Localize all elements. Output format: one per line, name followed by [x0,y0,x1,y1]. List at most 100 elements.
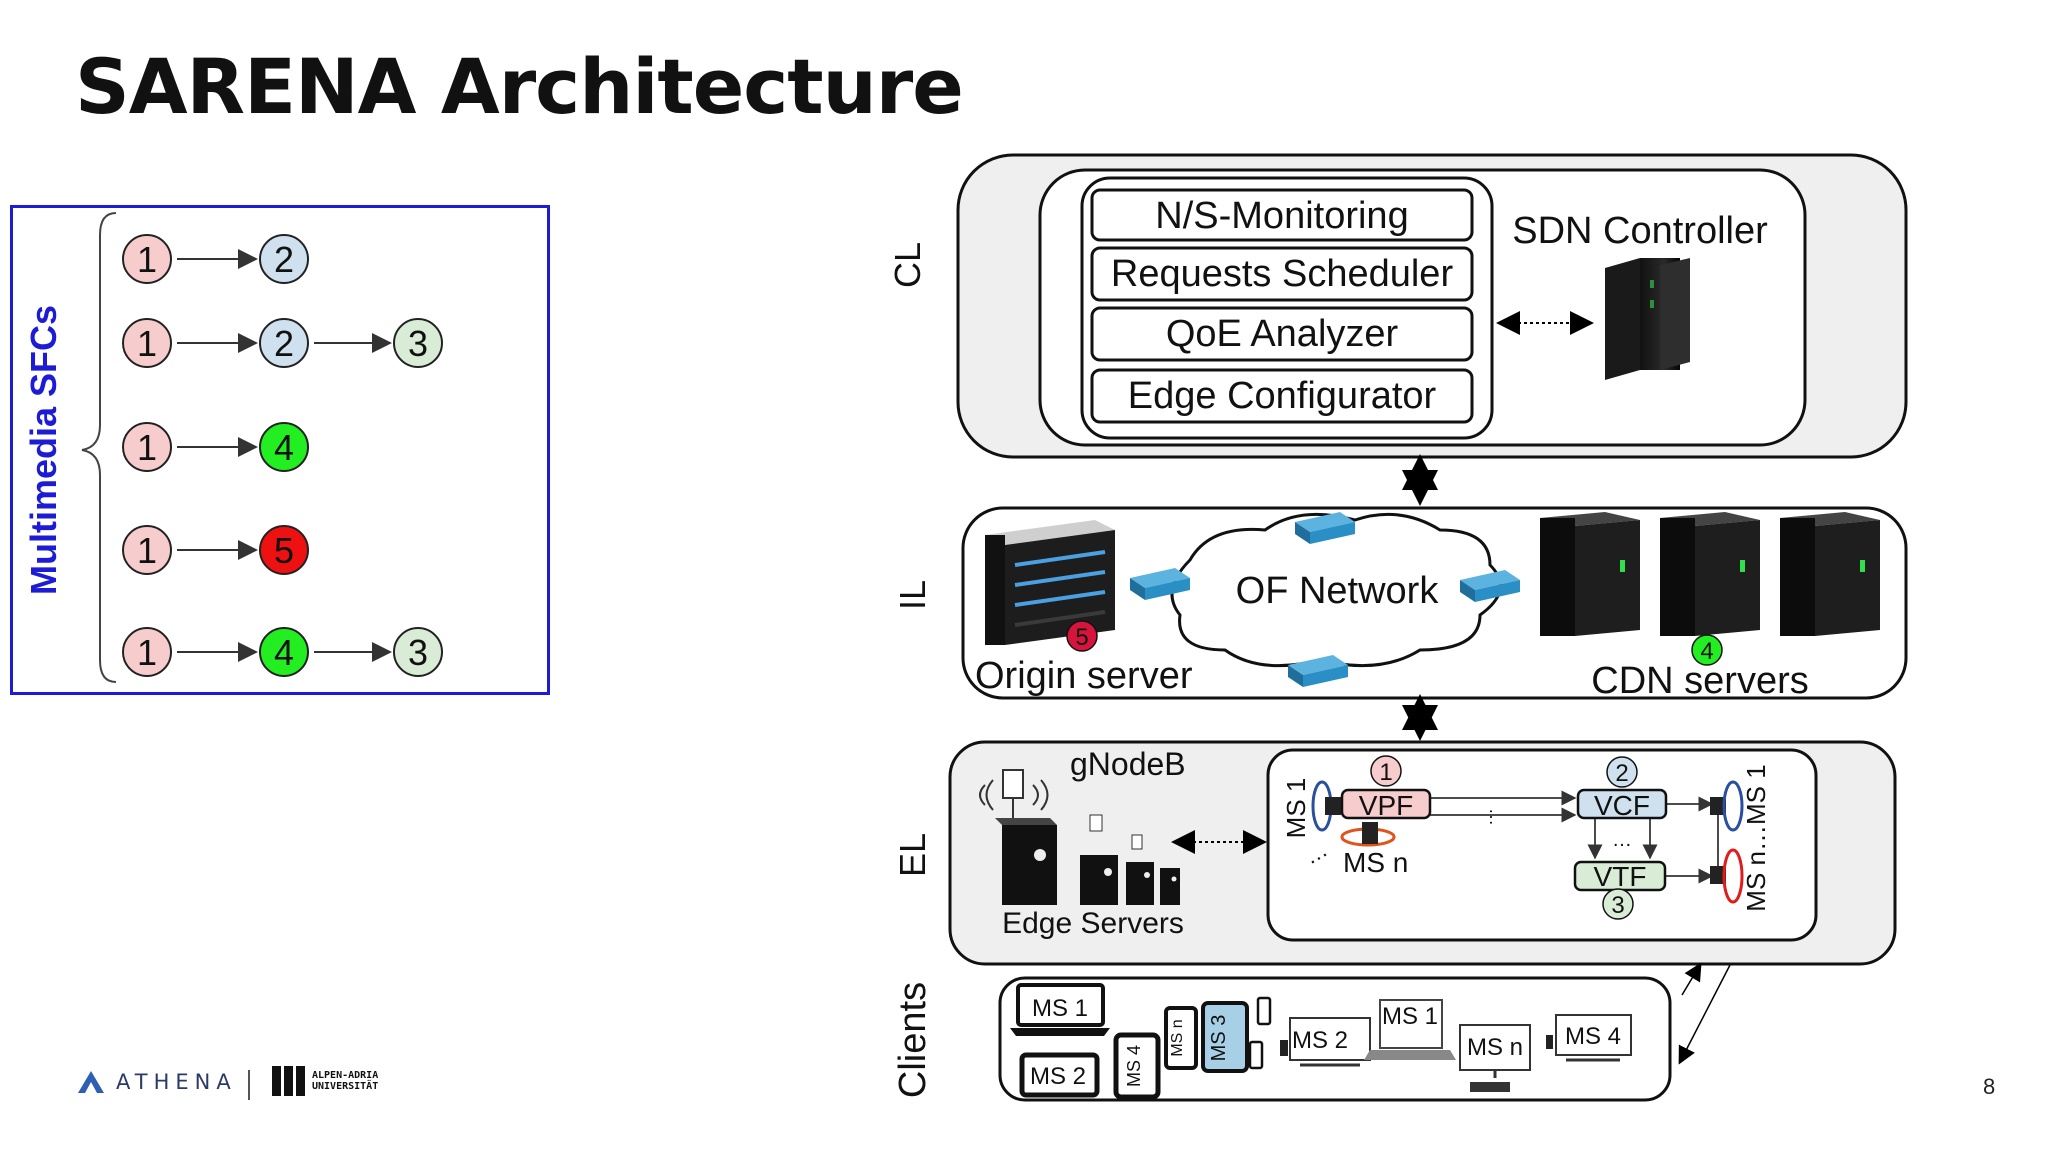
vtf-node: VTF [1573,860,1667,892]
sdn-controller-icon [1605,258,1690,380]
sfc-node-1: 1 [122,234,172,284]
origin-server-label: Origin server [975,655,1193,697]
svg-text:VPF: VPF [1359,790,1413,821]
svg-text:5: 5 [1075,624,1088,651]
sfc-node-label: 1 [137,239,157,280]
sfc-node-2: 2 [259,234,309,284]
sfc-node-1: 1 [122,318,172,368]
vpf-node: VPF [1340,788,1432,821]
gnodeb-label: gNodeB [1070,746,1186,782]
sfc-node-label: 1 [137,632,157,673]
monitor-icon: MS 2 [1280,1017,1371,1067]
footer-divider [248,1070,250,1100]
university-logo-icon [272,1066,305,1096]
university-name-line2: UNIVERSITÄT [312,1081,379,1092]
svg-text:MS n: MS n [1467,1034,1523,1061]
layer-label-el: EL [892,833,933,877]
sfc-panel [10,205,550,695]
svg-text:MS 4: MS 4 [1124,1045,1144,1087]
svg-text:MS 1: MS 1 [1032,995,1088,1022]
sfc-node-3: 3 [393,318,443,368]
athena-brand-text: ATHENA [116,1070,237,1094]
desktop-icon: MS n [1459,1024,1531,1092]
sfc-node-label: 1 [137,323,157,364]
sdn-controller-label: SDN Controller [1512,210,1768,252]
sfc-node-3: 3 [393,627,443,677]
port-left [1325,797,1341,815]
athena-logo-icon [78,1071,104,1093]
sfc-node-label: 2 [274,323,294,364]
cl-module-edge-configurator: Edge Configurator [1090,368,1474,424]
cdn-server-icon [1780,512,1880,636]
sfc-node-2: 2 [259,318,309,368]
cdn-badge: 4 [1691,634,1723,666]
university-name-line1: ALPEN-ADRIA [312,1070,379,1081]
el-sfc-box [1266,748,1818,942]
vcf-node: VCF [1576,788,1668,821]
phone-icon: MS 4 [1113,1032,1161,1100]
svg-text:3: 3 [1611,892,1624,919]
sfc-node-label: 3 [408,632,428,673]
el-clients-arrow-up [1681,962,1702,996]
of-network-label: OF Network [1236,570,1440,612]
switch-icon [1288,655,1348,687]
svg-text:MS 4: MS 4 [1565,1023,1621,1050]
ms1-left-label: MS 1 [1281,778,1311,839]
of-network-cloud [1170,512,1502,668]
sfc-node-label: 3 [408,323,428,364]
layer-label-il: IL [892,580,933,610]
dots-vertical: … [1612,829,1632,851]
svg-text:1: 1 [1379,759,1392,786]
cl-module-label: QoE Analyzer [1166,313,1399,355]
msn-right-oval [1722,848,1744,904]
svg-text:2: 2 [1615,760,1628,787]
svg-text:MS 1: MS 1 [1382,1003,1438,1030]
cdn-servers-label: CDN servers [1591,660,1808,702]
sfc-node-label: 4 [274,632,294,673]
cdn-server-icon [1660,512,1760,636]
sfc-panel-label: Multimedia SFCs [23,305,64,595]
edge-server-icon [1080,814,1118,905]
sfc-node-4: 4 [259,422,309,472]
sfc-brace [81,212,117,683]
origin-badge: 5 [1066,620,1098,652]
ms1-right-oval [1722,780,1744,832]
edge-server-icon [1160,868,1180,905]
switch-icon [1460,570,1520,602]
vcf-badge: 2 [1606,756,1638,788]
tablet-icon: MS 3 [1201,1001,1249,1073]
phone-icon [1248,1040,1264,1070]
vpf-badge: 1 [1370,755,1402,787]
port-vpf [1362,822,1378,844]
sfc-node-label: 5 [274,530,294,571]
svg-text:VCF: VCF [1594,790,1650,821]
tablet-icon: MS 2 [1019,1052,1100,1098]
university-logo: ALPEN-ADRIA UNIVERSITÄT [272,1066,378,1096]
layer-label-cl: CL [887,242,928,288]
phone-icon [1256,996,1272,1026]
cdn-server-icon [1540,512,1640,636]
cl-module-nsmonitoring: N/S-Monitoring [1090,188,1474,242]
edge-server-icon [995,818,1057,905]
el-clients-arrow-down [1678,964,1731,1065]
edge-servers-label: Edge Servers [1002,907,1184,940]
svg-text:MS 2: MS 2 [1030,1063,1086,1090]
sfc-node-label: 1 [137,427,157,468]
switch-icon [1295,512,1355,544]
sfc-chains: 1 2 1 2 3 1 4 1 5 1 4 3 [122,234,443,677]
svg-text:VTF: VTF [1594,861,1647,892]
sfc-node-label: 2 [274,239,294,280]
laptop-icon: MS 1 [1364,999,1456,1060]
svg-text:MS 2: MS 2 [1292,1027,1348,1054]
edge-server-icon [1126,834,1154,905]
svg-text:4: 4 [1700,638,1713,665]
athena-logo: ATHENA [78,1070,237,1094]
sfc-node-label: 1 [137,530,157,571]
cl-module-label: Edge Configurator [1128,375,1437,417]
sfc-node-4: 4 [259,627,309,677]
svg-text:MS 3: MS 3 [1208,1015,1230,1062]
cl-module-label: N/S-Monitoring [1155,195,1408,237]
sfc-node-1: 1 [122,422,172,472]
sfc-node-label: 4 [274,427,294,468]
